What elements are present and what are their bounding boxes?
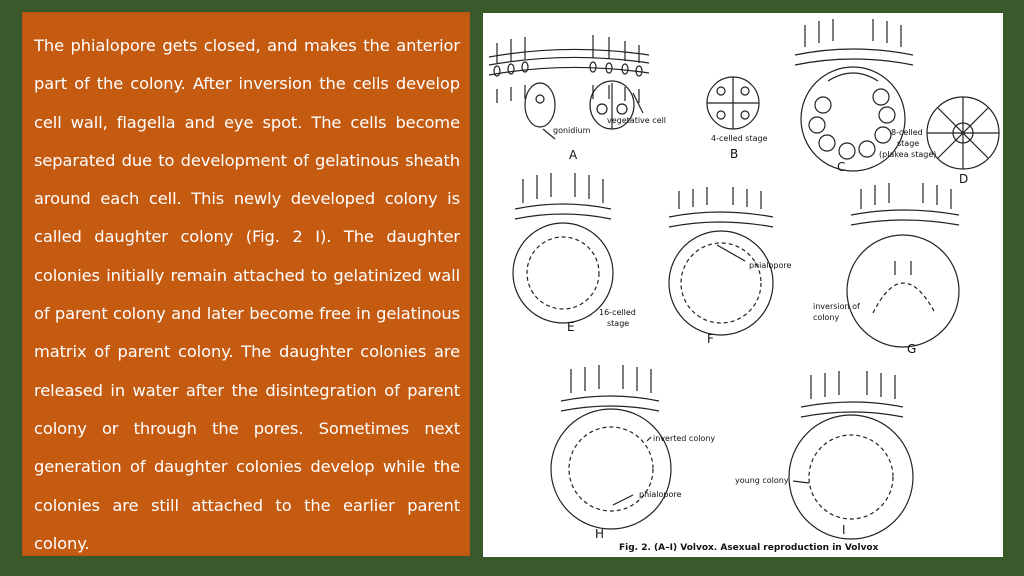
stage-i-drawing [788, 371, 914, 540]
label-eight-celled-stage: stage [897, 139, 919, 148]
label-sixteen-celled-stage: stage [607, 319, 629, 328]
label-phialopore-f: phialopore [749, 261, 791, 270]
stage-a-drawing [488, 35, 650, 140]
volvox-figure: A B C D E F G H I gonidium vegetative ce… [483, 13, 1003, 557]
figure-caption: Fig. 2. (A–I) Volvox. Asexual reproducti… [619, 543, 879, 553]
stage-h-drawing [550, 365, 672, 530]
stage-b-drawing [706, 76, 760, 130]
description-panel: The phialopore gets closed, and makes th… [22, 12, 470, 556]
stage-letter-a: A [569, 148, 578, 162]
volvox-diagram: A B C D E F G H I gonidium vegetative ce… [488, 19, 1000, 553]
stage-f-drawing [668, 187, 774, 336]
stage-letter-d: D [959, 172, 968, 186]
label-inversion-of: inversion of [813, 302, 860, 311]
stage-letter-e: E [567, 320, 575, 334]
stage-letter-f: F [707, 332, 714, 346]
label-gonidium: gonidium [553, 126, 591, 135]
stage-letter-c: C [837, 160, 845, 174]
stage-letter-g: G [907, 342, 916, 356]
stage-letter-h: H [595, 527, 604, 541]
stage-g-drawing [846, 183, 960, 348]
description-paragraph: The phialopore gets closed, and makes th… [34, 36, 460, 553]
label-plakea-stage: (plakea stage) [879, 150, 936, 159]
label-vegetative-cell: vegetative cell [607, 116, 666, 125]
stage-e-drawing [512, 173, 614, 324]
label-four-celled-stage: 4-celled stage [711, 134, 768, 143]
label-inversion-colony: colony [813, 313, 839, 322]
stage-d-drawing [926, 96, 1000, 170]
label-eight-celled: 8-celled [891, 128, 923, 137]
label-young-colony: young colony [735, 476, 789, 485]
stage-letter-i: I [842, 523, 846, 537]
stage-c-drawing [794, 19, 914, 172]
label-phialopore-h: phialopore [639, 490, 681, 499]
stage-letter-b: B [730, 147, 738, 161]
label-sixteen-celled: 16-celled [599, 308, 636, 317]
label-inverted-colony: inverted colony [653, 434, 715, 443]
